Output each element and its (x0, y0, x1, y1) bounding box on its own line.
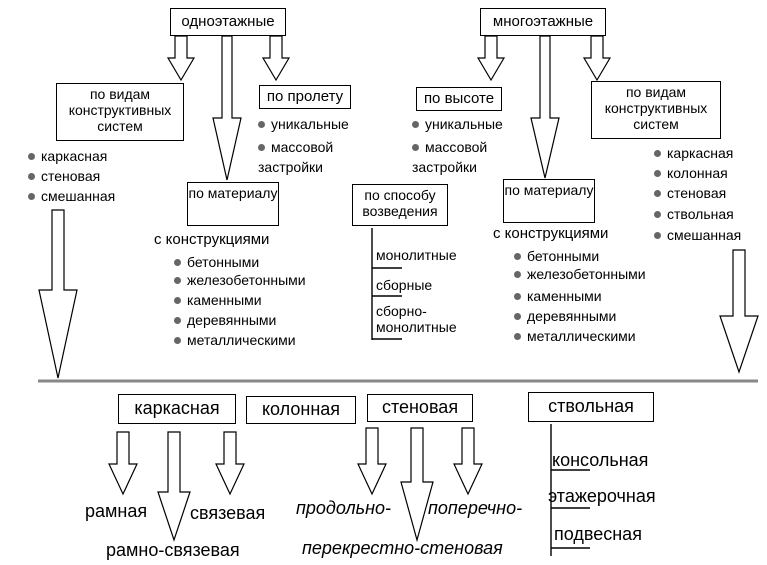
single-systems-label: по видам конструктивных систем (68, 86, 172, 135)
method-label: по способу возведения (362, 187, 438, 220)
multi-system-item: каркасная (654, 146, 733, 160)
multi-storey-title: многоэтажные (492, 13, 594, 30)
column-system-box: колонная (246, 396, 356, 424)
multi-systems-label: по видам конструктивных систем (604, 84, 708, 133)
frame-system-box: каркасная (118, 394, 236, 424)
multi-height-item: уникальные (412, 117, 503, 131)
wall-sub-transverse: поперечно- (428, 498, 523, 518)
arrow-to-multi-height (476, 35, 506, 82)
arrow-frame-left (108, 431, 138, 496)
method-item-text: сборно-монолитные (376, 303, 457, 335)
single-storey-box: одноэтажные (170, 8, 286, 36)
multi-systems-box: по видам конструктивных систем (591, 81, 721, 139)
core-system-label: ствольная (548, 396, 634, 416)
multi-material-item: железобетонными (514, 267, 646, 281)
single-system-item: каркасная (28, 149, 107, 163)
wall-system-label: стеновая (381, 397, 459, 417)
method-box: по способу возведения (352, 184, 448, 226)
multi-material-item: металлическими (514, 329, 636, 343)
frame-sub-combined: рамно-связевая (106, 540, 240, 560)
multi-height-item: массовой застройки (412, 137, 522, 177)
multi-height-label: по высоте (423, 90, 495, 107)
single-material-item: деревянными (174, 313, 276, 327)
multi-material-label: по материалу (504, 182, 594, 198)
core-system-box: ствольная (528, 392, 654, 422)
arrow-to-single-material (212, 35, 242, 181)
column-system-label: колонная (261, 399, 341, 419)
frame-system-label: каркасная (134, 398, 220, 418)
single-material-label: по материалу (188, 185, 278, 201)
method-item: монолитные (376, 247, 457, 263)
wall-sub-longitudinal: продольно- (296, 498, 392, 518)
arrow-right-down (719, 249, 759, 374)
single-system-item: смешанная (28, 189, 115, 203)
single-span-item-text: массовой застройки (258, 139, 334, 175)
multi-material-item: бетонными (514, 249, 599, 263)
multi-material-sub: с конструкциями (493, 225, 609, 242)
frame-sub-braced: связевая (190, 503, 266, 523)
single-material-item: железобетонными (174, 273, 306, 287)
single-material-item: каменными (174, 293, 262, 307)
single-material-item: металлическими (174, 333, 296, 347)
arrow-left-down (38, 209, 78, 379)
arrow-wall-middle (400, 427, 434, 543)
core-sub-stacked: этажерочная (548, 486, 656, 506)
multi-material-item: деревянными (514, 309, 616, 323)
single-span-label: по пролету (266, 88, 344, 105)
multi-system-item: смешанная (654, 228, 741, 242)
arrow-to-multi-material (530, 35, 560, 179)
wall-system-box: стеновая (367, 394, 473, 422)
single-span-item: массовой застройки (258, 137, 368, 177)
arrow-to-single-span (261, 35, 291, 82)
wall-sub-cross: перекрестно-стеновая (302, 538, 503, 558)
frame-sub-rigid: рамная (85, 501, 148, 521)
single-span-item: уникальные (258, 117, 349, 131)
single-material-sub: с конструкциями (154, 231, 270, 248)
single-span-box: по пролету (259, 85, 351, 109)
multi-material-box: по материалу (503, 179, 595, 223)
method-item: сборные (376, 277, 433, 293)
single-systems-box: по видам конструктивных систем (56, 83, 184, 141)
arrow-wall-left (357, 427, 387, 496)
single-storey-title: одноэтажные (181, 13, 275, 30)
single-material-item: бетонными (174, 255, 259, 269)
multi-storey-box: многоэтажные (480, 8, 606, 36)
arrow-frame-middle (157, 431, 191, 542)
multi-system-item: стеновая (654, 186, 726, 200)
multi-height-box: по высоте (416, 87, 502, 111)
multi-system-item: колонная (654, 166, 728, 180)
multi-height-item-text: массовой застройки (412, 139, 488, 175)
arrow-wall-right (453, 427, 483, 496)
arrow-to-multi-systems (582, 35, 612, 82)
core-sub-suspended: подвесная (554, 524, 642, 544)
arrow-frame-right (215, 431, 245, 496)
method-item: сборно-монолитные (376, 303, 457, 335)
arrow-to-single-systems (166, 35, 196, 82)
multi-material-item: каменными (514, 289, 602, 303)
single-material-box: по материалу (187, 182, 279, 226)
multi-system-item: ствольная (654, 207, 734, 221)
core-sub-cantilever: консольная (552, 450, 649, 470)
single-system-item: стеновая (28, 169, 100, 183)
